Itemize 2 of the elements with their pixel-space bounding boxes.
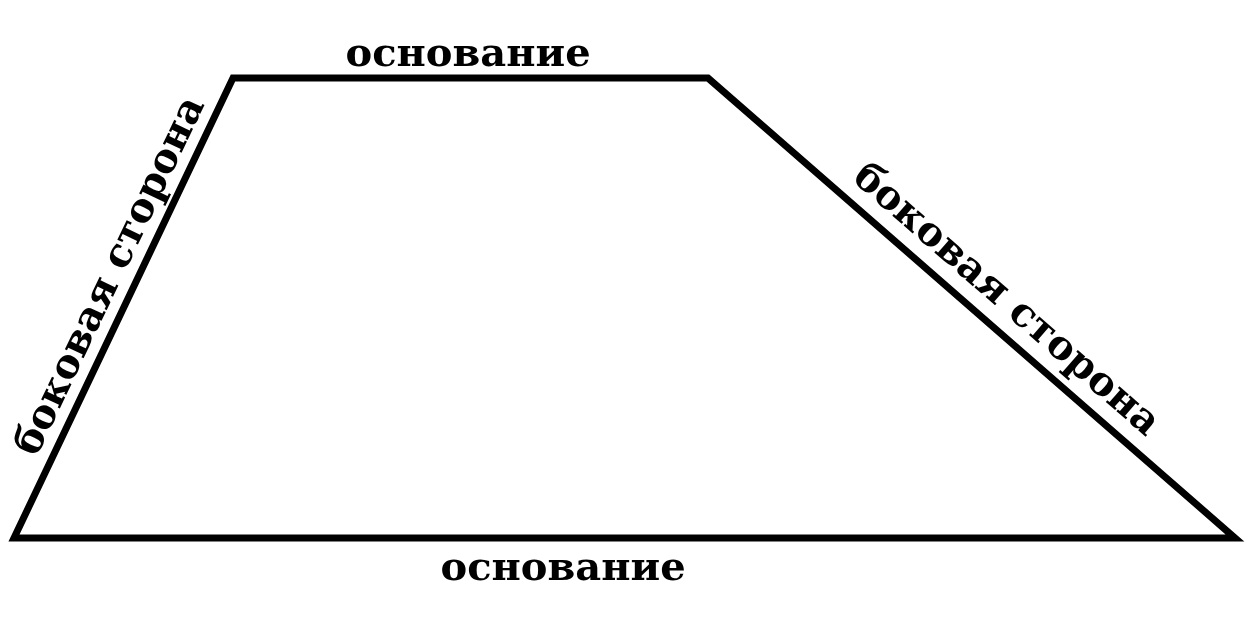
base-label: основание (345, 32, 591, 72)
base-label: основание (440, 546, 686, 586)
